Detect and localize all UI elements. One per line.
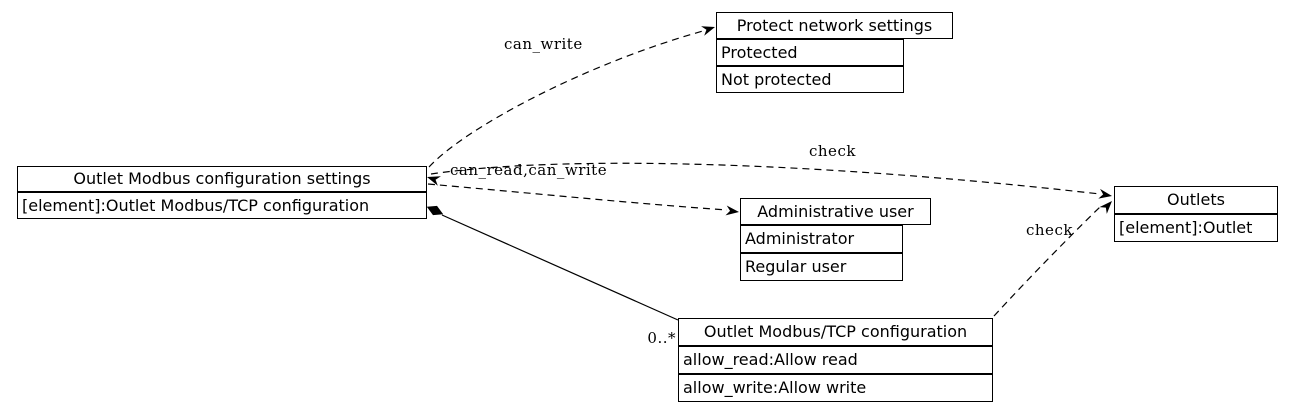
node-settings: Outlet Modbus configuration settings [el… xyxy=(17,166,427,219)
arrowhead xyxy=(1098,188,1112,199)
edge-multiplicity-label: 0..* xyxy=(647,329,676,347)
node-config-title: Outlet Modbus/TCP configuration xyxy=(678,318,993,346)
node-protect-row: Not protected xyxy=(716,66,904,93)
arrowhead xyxy=(1099,201,1112,214)
node-admin-user-row: Regular user xyxy=(740,253,903,281)
arrowhead xyxy=(725,205,739,216)
node-protect-row: Protected xyxy=(716,39,904,66)
edge-label-can-write: can_write xyxy=(504,35,583,53)
node-outlets: Outlets [element]:Outlet xyxy=(1114,186,1278,242)
arrowhead xyxy=(701,26,715,36)
arrowhead xyxy=(427,176,441,186)
node-protect: Protect network settings Protected Not p… xyxy=(716,12,953,93)
node-config-row: allow_read:Allow read xyxy=(678,346,993,374)
node-config-row: allow_write:Allow write xyxy=(678,374,993,402)
node-admin-user: Administrative user Administrator Regula… xyxy=(740,198,931,281)
edge-contains-config xyxy=(441,214,679,321)
node-outlets-title: Outlets xyxy=(1114,186,1278,214)
composition-diamond xyxy=(426,205,444,216)
edge-check-settings-outlets xyxy=(430,162,1101,195)
node-admin-user-row: Administrator xyxy=(740,225,903,253)
edge-check-config-outlets xyxy=(993,205,1102,317)
node-config: Outlet Modbus/TCP configuration allow_re… xyxy=(678,318,993,402)
edge-label-check-config-outlets: check xyxy=(1026,221,1073,239)
node-settings-row: [element]:Outlet Modbus/TCP configuratio… xyxy=(17,192,427,219)
edge-can-write xyxy=(428,30,704,168)
edge-can-read-can-write xyxy=(427,183,728,211)
node-settings-title: Outlet Modbus configuration settings xyxy=(17,166,427,192)
node-admin-user-title: Administrative user xyxy=(740,198,931,225)
node-outlets-row: [element]:Outlet xyxy=(1114,214,1278,242)
node-protect-title: Protect network settings xyxy=(716,12,953,39)
edge-label-can-read-can-write: can_read,can_write xyxy=(450,161,608,179)
edge-label-check-settings-outlets: check xyxy=(809,142,856,160)
